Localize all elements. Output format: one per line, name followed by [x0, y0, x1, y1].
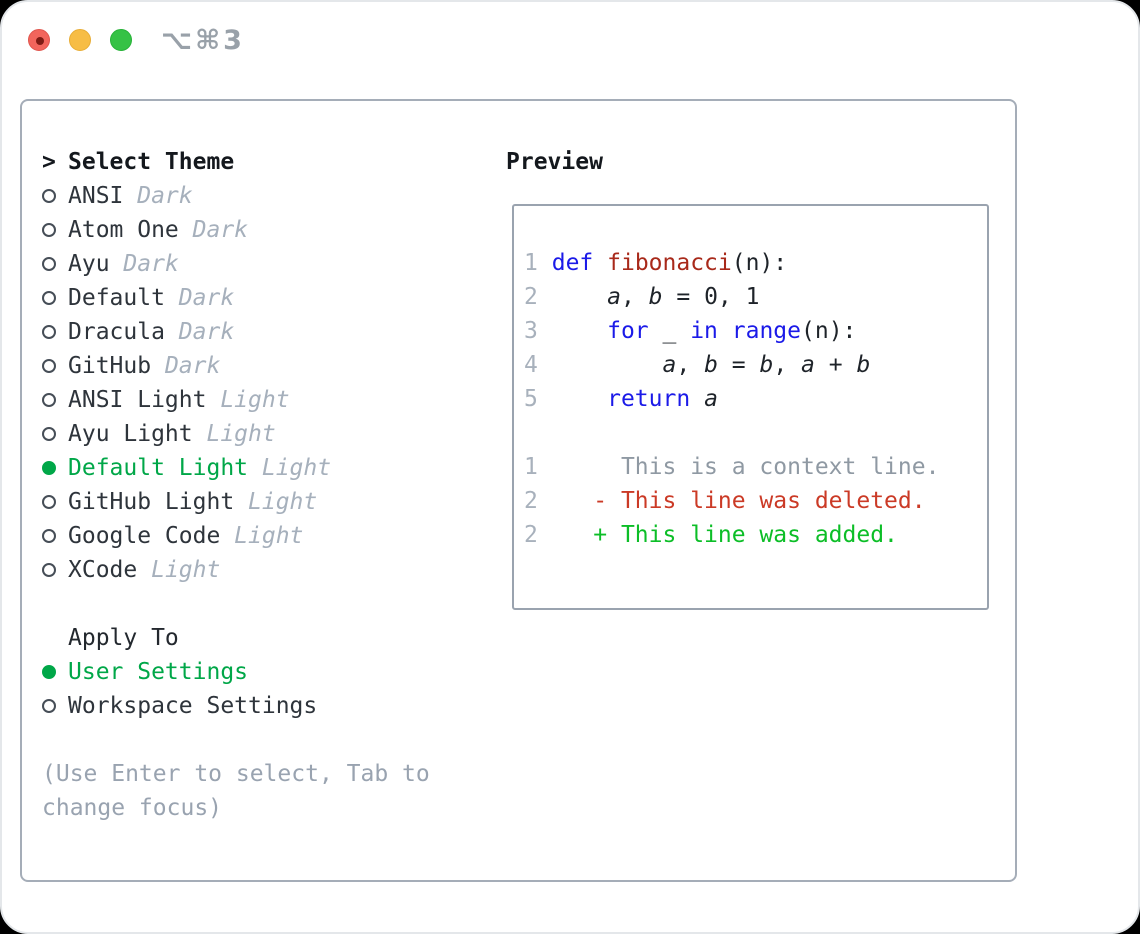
theme-name: GitHub — [68, 353, 152, 379]
theme-name: Ayu Light — [68, 421, 193, 447]
theme-variant-tag: Dark — [164, 353, 221, 379]
theme-name: Dracula — [68, 319, 165, 345]
maximize-button[interactable] — [110, 29, 132, 51]
apply-to-header-row: Apply To — [42, 621, 466, 655]
code-line: 3 for _ in range(n): — [524, 318, 857, 344]
radio-selected-icon — [42, 665, 68, 679]
theme-option-github-light[interactable]: GitHub Light Light — [42, 485, 466, 519]
code-line: 4 a, b = b, a + b — [524, 352, 871, 378]
theme-variant-tag: Dark — [137, 183, 193, 209]
spacer — [42, 587, 466, 621]
theme-name: Default — [68, 285, 165, 311]
theme-name: ANSI Light — [68, 387, 207, 413]
code-line: 1 This is a context line. — [524, 454, 940, 480]
theme-name: XCode — [68, 557, 138, 583]
theme-name: Atom One — [68, 217, 179, 243]
theme-option-ayu-light[interactable]: Ayu Light Light — [42, 417, 466, 451]
theme-option-default[interactable]: Default Dark — [42, 281, 466, 315]
line-number: 2 — [524, 522, 538, 548]
code-line: 1 def fibonacci(n): — [524, 250, 788, 276]
theme-name: GitHub Light — [68, 489, 235, 515]
radio-icon — [42, 393, 68, 407]
code-line: 2 - This line was deleted. — [524, 488, 926, 514]
line-number: 1 — [524, 250, 538, 276]
apply-option-label: Workspace Settings — [68, 693, 318, 719]
theme-option-ansi[interactable]: ANSI Dark — [42, 179, 466, 213]
theme-variant-tag: Light — [234, 523, 304, 549]
code-preview: 1 def fibonacci(n): 2 a, b = 0, 1 3 for _ … — [514, 206, 987, 552]
theme-name: Default Light — [68, 455, 249, 481]
theme-option-atom-one[interactable]: Atom One Dark — [42, 213, 466, 247]
radio-icon — [42, 257, 68, 271]
theme-variant-tag: Light — [220, 387, 290, 413]
radio-icon — [42, 699, 68, 713]
theme-name: Google Code — [68, 523, 221, 549]
apply-option-workspace-settings[interactable]: Workspace Settings — [42, 689, 466, 723]
apply-to-title: Apply To — [68, 625, 179, 651]
code-line: 2 + This line was added. — [524, 522, 898, 548]
preview-title: Preview — [506, 149, 603, 175]
radio-icon — [42, 359, 68, 373]
line-number: 4 — [524, 352, 538, 378]
radio-icon — [42, 427, 68, 441]
theme-option-xcode[interactable]: XCode Light — [42, 553, 466, 587]
theme-name: ANSI — [68, 183, 124, 209]
theme-variant-tag: Dark — [123, 251, 179, 277]
radio-icon — [42, 325, 68, 339]
theme-option-ansi-light[interactable]: ANSI Light Light — [42, 383, 466, 417]
theme-name: Ayu — [68, 251, 110, 277]
line-number: 3 — [524, 318, 538, 344]
theme-variant-tag: Light — [206, 421, 276, 447]
theme-option-ayu[interactable]: Ayu Dark — [42, 247, 466, 281]
theme-variant-tag: Light — [261, 455, 332, 481]
code-line — [524, 416, 987, 450]
line-number: 2 — [524, 488, 538, 514]
close-button[interactable] — [28, 29, 50, 51]
hint-text: (Use Enter to select, Tab to change focu… — [42, 761, 430, 821]
line-number: 2 — [524, 284, 538, 310]
theme-option-dracula[interactable]: Dracula Dark — [42, 315, 466, 349]
theme-variant-tag: Dark — [178, 285, 235, 311]
window-shortcut-label: ⌥⌘3 — [161, 24, 245, 56]
code-line: 2 a, b = 0, 1 — [524, 284, 760, 310]
theme-option-google-code[interactable]: Google Code Light — [42, 519, 466, 553]
minimize-button[interactable] — [69, 29, 91, 51]
window-titlebar: ⌥⌘3 — [28, 25, 245, 56]
select-theme-header-row: > Select Theme — [42, 145, 466, 179]
apply-option-label: User Settings — [68, 659, 249, 685]
line-number: 5 — [524, 386, 538, 412]
theme-option-default-light[interactable]: Default Light Light — [42, 451, 466, 485]
radio-icon — [42, 189, 68, 203]
theme-variant-tag: Dark — [192, 217, 249, 243]
code-preview-box: 1 def fibonacci(n): 2 a, b = 0, 1 3 for _ … — [512, 204, 989, 610]
theme-option-github[interactable]: GitHub Dark — [42, 349, 466, 383]
radio-icon — [42, 223, 68, 237]
theme-variant-tag: Light — [151, 557, 221, 583]
radio-icon — [42, 291, 68, 305]
select-theme-title: Select Theme — [68, 149, 235, 175]
prompt-icon: > — [42, 149, 56, 175]
radio-selected-icon — [42, 461, 68, 475]
radio-icon — [42, 529, 68, 543]
apply-option-user-settings[interactable]: User Settings — [42, 655, 466, 689]
theme-variant-tag: Dark — [178, 319, 235, 345]
code-line: 5 return a — [524, 386, 718, 412]
radio-icon — [42, 495, 68, 509]
radio-icon — [42, 563, 68, 577]
line-number: 1 — [524, 454, 538, 480]
theme-variant-tag: Light — [248, 489, 318, 515]
